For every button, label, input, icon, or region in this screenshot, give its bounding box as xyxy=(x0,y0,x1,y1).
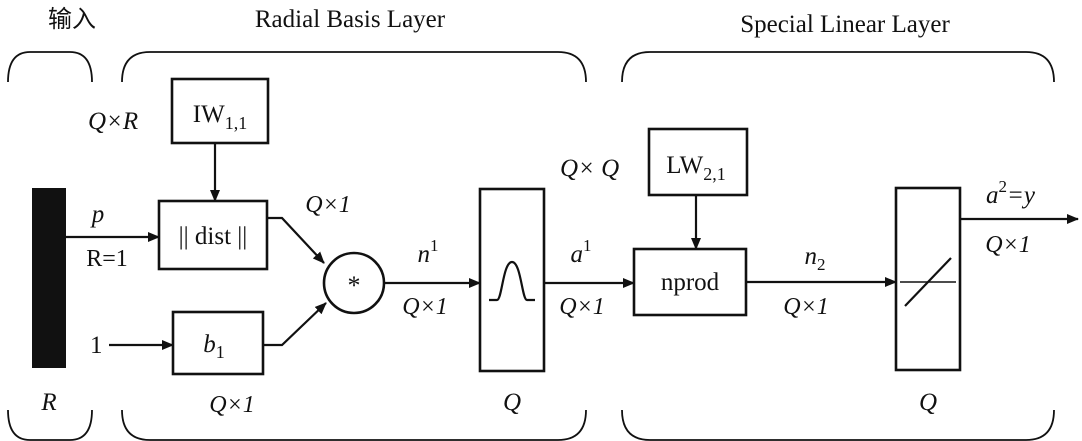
dist-box xyxy=(157,199,269,271)
n1-main: n xyxy=(418,241,431,268)
purelin-transfer-box xyxy=(894,186,962,372)
iw-weight-label: IW1,1 xyxy=(193,101,247,133)
r-equals-1-label: R=1 xyxy=(86,246,128,272)
output-label: a2=y xyxy=(986,177,1036,209)
a1-dimension-label: Q×1 xyxy=(559,294,605,320)
n2-dimension-label: Q×1 xyxy=(783,294,829,320)
q-x-r-label: Q×R xyxy=(88,108,138,135)
bias-input-one: 1 xyxy=(90,332,103,359)
multiplier-symbol: * xyxy=(348,271,361,300)
output-dimension-label: Q×1 xyxy=(985,232,1031,258)
radbas-size-label: Q xyxy=(503,389,521,416)
a1-label: a1 xyxy=(571,236,592,268)
input-vector-bar xyxy=(32,188,66,368)
special-linear-layer-title: Special Linear Layer xyxy=(740,11,950,38)
dist-label: || dist || xyxy=(179,223,248,250)
n1-sup: 1 xyxy=(430,236,439,255)
dist-to-multiplier-line xyxy=(267,216,325,264)
bias-to-multiplier-line xyxy=(263,302,327,347)
input-bracket xyxy=(7,51,93,83)
lw-weight-label: LW2,1 xyxy=(666,152,726,184)
lw-sub: 2,1 xyxy=(703,164,726,184)
bias-dimension-label: Q×1 xyxy=(209,392,255,418)
q-x-q-label: Q× Q xyxy=(560,155,619,182)
input-dimension-label: R xyxy=(40,389,56,416)
input-section-title: 输入 xyxy=(48,6,96,33)
nprod-label: nprod xyxy=(661,269,720,296)
radial-layer-bracket xyxy=(121,51,587,83)
linear-layer-bracket xyxy=(621,51,1055,83)
radbas-curve-icon xyxy=(489,260,535,302)
lw-main: LW xyxy=(666,152,703,179)
iw-weight-box xyxy=(170,77,270,145)
bias-box xyxy=(171,310,265,376)
n2-label: n2 xyxy=(805,243,826,274)
radbas-transfer-box xyxy=(478,187,546,373)
radial-basis-layer-title: Radial Basis Layer xyxy=(255,6,446,33)
nprod-box xyxy=(632,247,748,317)
a1-sup: 1 xyxy=(583,236,592,255)
p-label: p xyxy=(90,201,105,228)
bias-label: b1 xyxy=(203,331,225,362)
iw-sub: 1,1 xyxy=(225,113,248,133)
n1-label: n1 xyxy=(418,236,439,268)
radial-layer-bracket-bottom xyxy=(121,409,587,441)
dist-output-dimension-label: Q×1 xyxy=(305,192,351,218)
purelin-slope-icon xyxy=(904,257,952,307)
n1-dimension-label: Q×1 xyxy=(402,294,448,320)
iw-main: IW xyxy=(193,101,225,128)
a1-main: a xyxy=(571,241,584,268)
linear-layer-bracket-bottom xyxy=(621,409,1055,441)
n2-main: n xyxy=(805,243,818,270)
input-bracket-bottom xyxy=(7,409,93,441)
bias-sub: 1 xyxy=(216,342,225,362)
output-rest: =y xyxy=(1007,182,1036,209)
output-main: a xyxy=(986,182,999,209)
lw-weight-box xyxy=(647,127,749,197)
n2-sub: 2 xyxy=(817,255,826,274)
bias-main: b xyxy=(203,331,216,358)
purelin-size-label: Q xyxy=(919,389,937,416)
output-sup: 2 xyxy=(999,177,1008,196)
